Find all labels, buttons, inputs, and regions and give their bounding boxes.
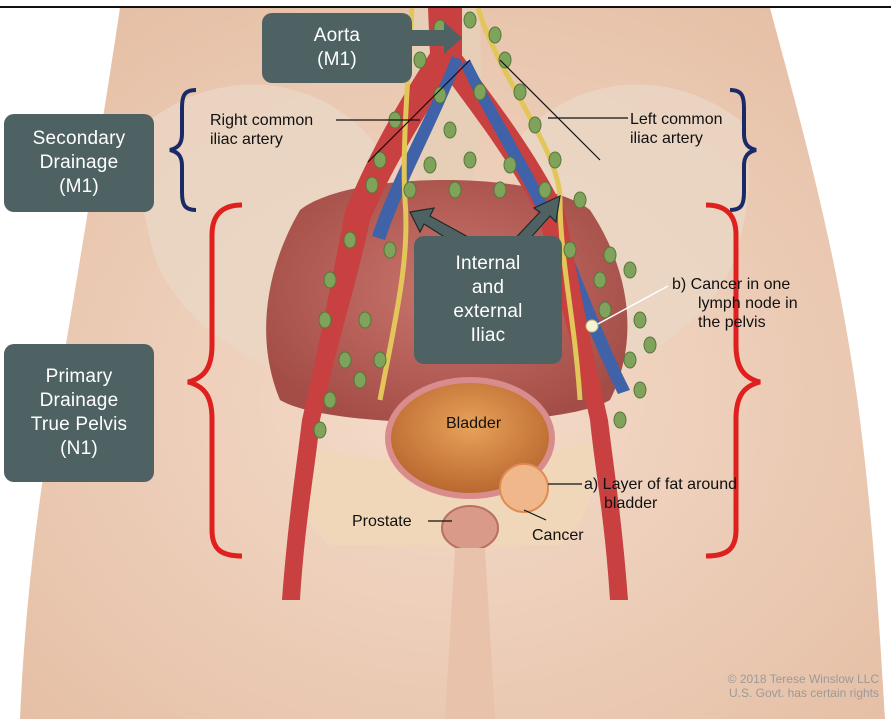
lymph-node	[529, 117, 541, 133]
lymph-node	[624, 352, 636, 368]
lymph-node	[594, 272, 606, 288]
iliac-box-line-4: Iliac	[471, 324, 506, 348]
lymph-node	[449, 182, 461, 198]
lymph-node	[564, 242, 576, 258]
cancer-node-line-1: b) Cancer in one	[672, 275, 798, 294]
secondary-drainage-box: Secondary Drainage (M1)	[4, 114, 154, 212]
prostate-label: Prostate	[352, 512, 412, 531]
cancer-node-label: b) Cancer in one lymph node in the pelvi…	[672, 275, 798, 332]
lymph-node	[549, 152, 561, 168]
lymph-node	[339, 352, 351, 368]
primary-drainage-box: Primary Drainage True Pelvis (N1)	[4, 344, 154, 482]
left-common-iliac-label: Left common iliac artery	[630, 110, 722, 148]
lymph-node	[464, 152, 476, 168]
fat-layer-label: a) Layer of fat around bladder	[584, 475, 737, 513]
cancer-label: Cancer	[532, 526, 584, 545]
primary-box-line-1: Primary	[46, 365, 113, 389]
iliac-box-line-2: and	[472, 276, 504, 300]
top-rule	[0, 0, 891, 8]
lymph-node	[314, 422, 326, 438]
cancer-node-line-3: the pelvis	[672, 313, 798, 332]
lymph-node	[464, 12, 476, 28]
lymph-node	[514, 84, 526, 100]
lymph-node	[354, 372, 366, 388]
cancer-node-line-2: lymph node in	[672, 294, 798, 313]
cancer-tumor	[500, 464, 548, 512]
aorta-box-line-1: Aorta	[314, 24, 360, 48]
lymph-node	[424, 157, 436, 173]
lymph-node	[614, 412, 626, 428]
lymph-node	[324, 272, 336, 288]
lymph-node	[624, 262, 636, 278]
aorta-box-line-2: (M1)	[317, 48, 357, 72]
right-common-line-2: iliac artery	[210, 130, 313, 149]
aorta-box: Aorta (M1)	[262, 13, 412, 83]
lymph-node	[489, 27, 501, 43]
fat-layer-line-2: bladder	[584, 494, 737, 513]
copyright-line-2: U.S. Govt. has certain rights	[728, 686, 879, 700]
iliac-box: Internal and external Iliac	[414, 236, 562, 364]
left-common-line-2: iliac artery	[630, 129, 722, 148]
primary-box-line-2: Drainage	[40, 389, 119, 413]
lymph-node	[384, 242, 396, 258]
lymph-node	[344, 232, 356, 248]
lymph-node	[644, 337, 656, 353]
lymph-node	[359, 312, 371, 328]
lymph-node	[324, 392, 336, 408]
lymph-node	[494, 182, 506, 198]
lymph-node	[414, 52, 426, 68]
lymph-node	[599, 302, 611, 318]
iliac-box-line-1: Internal	[456, 252, 521, 276]
lymph-node	[374, 352, 386, 368]
secondary-box-line-2: Drainage	[40, 151, 119, 175]
right-common-iliac-label: Right common iliac artery	[210, 111, 313, 149]
lymph-node	[366, 177, 378, 193]
right-common-line-1: Right common	[210, 111, 313, 130]
lymph-node	[504, 157, 516, 173]
lymph-node	[319, 312, 331, 328]
lymph-node	[604, 247, 616, 263]
bladder-label: Bladder	[446, 414, 501, 433]
lymph-node	[444, 122, 456, 138]
lymph-node	[574, 192, 586, 208]
lymph-node	[404, 182, 416, 198]
copyright-notice: © 2018 Terese Winslow LLC U.S. Govt. has…	[728, 672, 879, 700]
secondary-box-line-1: Secondary	[33, 127, 126, 151]
prostate	[442, 506, 498, 550]
primary-box-line-4: (N1)	[60, 437, 98, 461]
primary-box-line-3: True Pelvis	[31, 413, 128, 437]
lymph-node	[539, 182, 551, 198]
lymph-node	[634, 312, 646, 328]
left-common-line-1: Left common	[630, 110, 722, 129]
secondary-box-line-3: (M1)	[59, 175, 99, 199]
lymph-node	[474, 84, 486, 100]
fat-layer-line-1: a) Layer of fat around	[584, 475, 737, 494]
lymph-node	[634, 382, 646, 398]
copyright-line-1: © 2018 Terese Winslow LLC	[728, 672, 879, 686]
cancer-node	[586, 320, 598, 332]
iliac-box-line-3: external	[453, 300, 522, 324]
